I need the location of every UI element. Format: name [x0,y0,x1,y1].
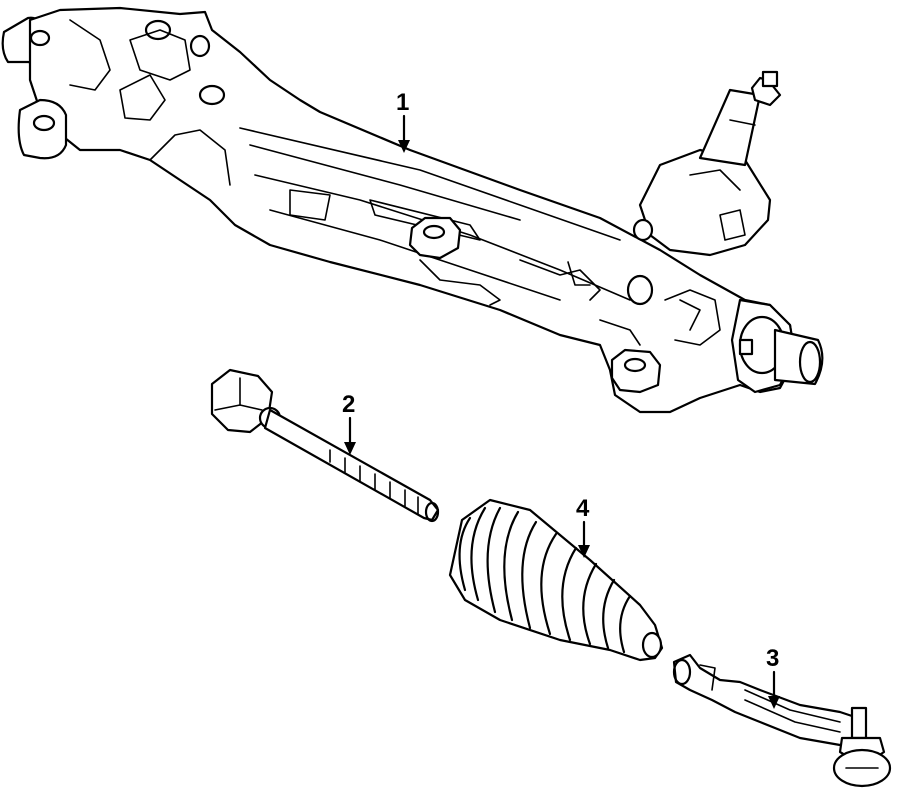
callout-2: 2 [342,391,356,455]
callout-4: 4 [576,495,590,558]
inner-tie-rod[interactable] [210,368,440,523]
callout-label-3: 3 [766,645,779,672]
outer-tie-rod-end[interactable] [672,653,892,788]
callout-label-4: 4 [576,495,590,522]
callout-label-2: 2 [342,391,355,418]
callout-1: 1 [396,89,410,153]
callout-label-1: 1 [396,89,409,116]
rack-boot[interactable] [448,498,664,662]
steering-gear-assembly[interactable] [1,6,824,414]
callout-3: 3 [766,645,780,709]
